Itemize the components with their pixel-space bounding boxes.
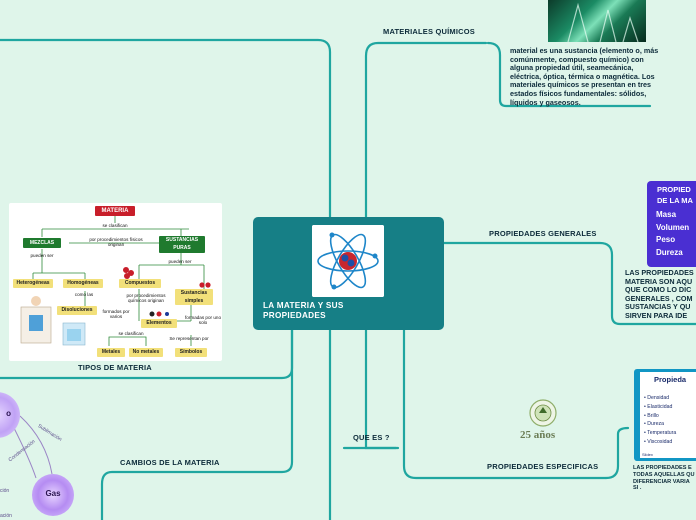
chart-node-homogeneas: Homogéneas <box>63 279 103 288</box>
chart-node-compuestos: Compuestos <box>119 279 161 288</box>
chart-label: por procedimientos químicos originan <box>126 293 166 303</box>
state-gas-node: Gas <box>32 474 74 516</box>
state-liquid-node: o <box>0 392 20 438</box>
chart-label: como las <box>74 292 94 297</box>
list-item: • Densidad <box>644 395 670 401</box>
materia-classification-chart: MATERIA se clasifican MEZCLAS SUSTANCIAS… <box>9 203 222 361</box>
note-propiedades-especificas: LAS PROPIEDADES E TODAS AQUELLAS QU DIFE… <box>633 465 695 492</box>
list-item: Volumen <box>656 222 690 232</box>
chart-node-disoluciones: Disoluciones <box>57 306 97 315</box>
chart-node-no-metales: No metales <box>129 348 163 357</box>
list-item: • Viscosidad <box>644 438 673 445</box>
evaporation-label: ción <box>0 488 10 494</box>
branch-tipos-de-materia[interactable]: TIPOS DE MATERIA <box>78 363 152 372</box>
chart-node-mezclas: MEZCLAS <box>23 238 61 248</box>
note-materiales-quimicos: material es una sustancia (elemento o, m… <box>510 46 659 107</box>
list-item: • Dureza <box>644 421 664 428</box>
chart-label: pueden ser <box>168 259 192 264</box>
list-item: Peso <box>656 235 676 244</box>
list-item: Masa <box>656 210 677 219</box>
chart-node-sustancias-simples: Sustancias simples <box>175 289 213 305</box>
solidification-label: ación <box>0 513 12 519</box>
list-item: • Temperatura <box>644 430 677 437</box>
chart-label: Se representan por <box>169 336 209 341</box>
chart-label: pueden ser <box>30 253 54 258</box>
chemical-materials-image <box>548 0 646 42</box>
chart-label: formadas por uno solo <box>185 315 222 325</box>
branch-materiales-quimicos[interactable]: MATERIALES QUÍMICOS <box>383 27 475 36</box>
list-item: • Elasticidad <box>644 403 673 410</box>
central-title: LA MATERIA Y SUS PROPIEDADES <box>263 301 344 320</box>
branch-que-es[interactable]: QUE ES ? <box>353 433 390 442</box>
chart-node-materia: MATERIA <box>95 206 135 216</box>
chart-label: se clasifican <box>118 331 144 336</box>
chart-label: formados por varios <box>102 309 130 319</box>
atom-icon <box>312 225 384 297</box>
branch-propiedades-generales[interactable]: PROPIEDADES GENERALES <box>489 229 597 238</box>
chart-label: por procedimientos físicos originan <box>89 237 143 247</box>
anniversary-logo-icon: 25 años <box>517 398 569 444</box>
chart-node-heterogeneas: Heterogéneas <box>13 279 53 288</box>
chart-node-elementos: Elementos <box>141 319 177 328</box>
note-propiedades-generales: LAS PROPIEDADES MATERIA SON AQU QUE COMO… <box>625 268 694 320</box>
branch-cambios-de-la-materia[interactable]: CAMBIOS DE LA MATERIA <box>120 458 220 467</box>
list-item: Dureza <box>656 247 683 257</box>
specific-properties-card: Propieda • Densidad • Elasticidad • Bril… <box>634 369 696 461</box>
central-topic[interactable]: LA MATERIA Y SUS PROPIEDADES <box>253 217 444 330</box>
chart-node-sustancias-puras: SUSTANCIAS PURAS <box>159 236 205 253</box>
chart-node-simbolos: Símbolos <box>175 348 207 357</box>
list-item: • Brillo <box>644 412 659 419</box>
chart-label: se clasifican <box>102 223 128 228</box>
chart-node-metales: Metales <box>97 348 125 357</box>
branch-propiedades-especificas[interactable]: PROPIEDADES ESPECIFICAS <box>487 462 599 471</box>
